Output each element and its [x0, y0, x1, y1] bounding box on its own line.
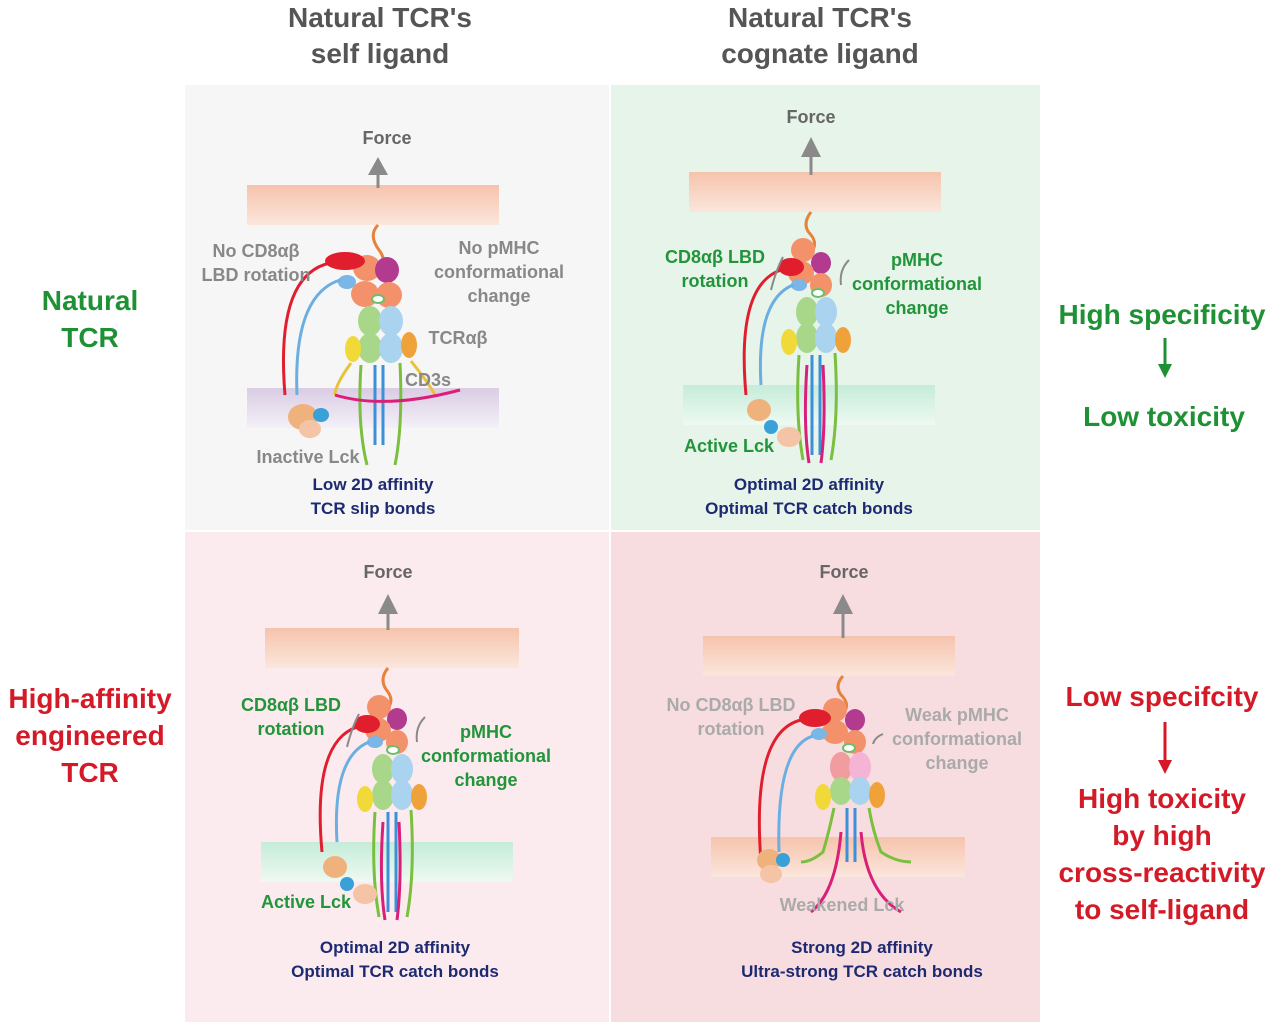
- panel-engineered-self: Force CD8αβ LBD rotation pMHC conformati…: [185, 532, 609, 1022]
- tcr-diagram-engineered-self: [261, 594, 519, 921]
- lck-label: Active Lck: [260, 892, 352, 912]
- lck-kinase: [757, 849, 781, 871]
- tcr-diagram-natural-self: [247, 157, 499, 466]
- arrow-down-icon: [1158, 722, 1172, 774]
- affinity-label: Strong 2D affinity Ultra-strong TCR catc…: [741, 938, 983, 981]
- tcr-diagram-engineered-cognate: [703, 594, 965, 914]
- row-header-engineered-tcr: High-affinity engineered TCR: [8, 683, 172, 788]
- cd3-label: CD3s: [404, 370, 452, 390]
- pmhc-change-label: Weak pMHC conformational change: [891, 705, 1022, 773]
- affinity-label: Low 2D affinity TCR slip bonds: [310, 475, 436, 518]
- tcr-label: TCRαβ: [428, 328, 488, 348]
- pmhc-change-label: pMHC conformational change: [851, 250, 982, 318]
- t-cell-membrane: [683, 385, 935, 425]
- apc-membrane: [689, 172, 941, 212]
- tcr-diagram-natural-cognate: [683, 137, 941, 464]
- column-header-cognate-ligand: Natural TCR's cognate ligand: [721, 2, 919, 69]
- lck-label: Inactive Lck: [256, 447, 360, 467]
- apc-membrane: [247, 185, 499, 225]
- pmhc-change-label: No pMHC conformational change: [433, 238, 564, 306]
- pmhc-change-label: pMHC conformational change: [420, 722, 551, 790]
- lck-label: Active Lck: [683, 436, 775, 456]
- outcome-low-specificity: Low specifcity: [1065, 681, 1259, 712]
- lck-kinase: [747, 399, 771, 421]
- cd8-rotation-label: CD8αβ LBD rotation: [240, 695, 342, 739]
- lck-kinase: [323, 856, 347, 878]
- column-header-self-ligand: Natural TCR's self ligand: [287, 2, 473, 69]
- lck-label: Weakened Lck: [779, 895, 905, 915]
- force-label: Force: [786, 107, 836, 127]
- affinity-label: Optimal 2D affinity Optimal TCR catch bo…: [705, 475, 913, 518]
- panel-engineered-cognate: Force No CD8αβ LBD rotation Weak pMHC co…: [611, 532, 1040, 1022]
- apc-membrane: [265, 628, 519, 668]
- force-label: Force: [363, 562, 413, 582]
- panel-natural-cognate: Force CD8αβ LBD rotation pMHC conformati…: [611, 85, 1040, 530]
- outcome-high-toxicity: High toxicity by high cross-reactivity t…: [1058, 783, 1266, 925]
- panel-natural-self: Force No CD8αβ LBD rotation No pMHC conf…: [185, 85, 609, 530]
- cd8-rotation-label: No CD8αβ LBD rotation: [666, 695, 796, 739]
- row-header-natural-tcr: Natural TCR: [41, 285, 139, 353]
- cd8-rotation-label: No CD8αβ LBD rotation: [201, 241, 311, 285]
- force-label: Force: [819, 562, 869, 582]
- arrow-down-icon: [1158, 338, 1172, 378]
- outcome-low-toxicity: Low toxicity: [1083, 401, 1245, 432]
- cd8-rotation-label: CD8αβ LBD rotation: [664, 247, 766, 291]
- force-label: Force: [362, 128, 412, 148]
- affinity-label: Optimal 2D affinity Optimal TCR catch bo…: [291, 938, 499, 981]
- outcome-high-specificity: High specificity: [1058, 299, 1266, 330]
- apc-membrane: [703, 636, 955, 676]
